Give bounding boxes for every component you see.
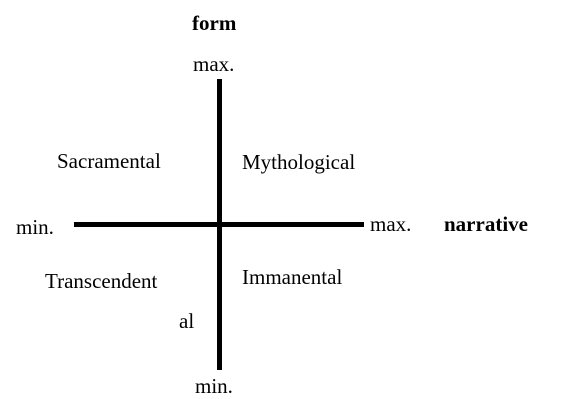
quadrant-bottom-right-label: Immanental xyxy=(242,265,343,289)
horizontal-axis-line xyxy=(74,222,364,227)
vertical-axis-min-label: min. xyxy=(195,374,233,398)
horizontal-axis-min-label: min. xyxy=(16,215,54,239)
quadrant-bottom-left-label-line2: al xyxy=(179,309,195,333)
horizontal-axis-title: narrative xyxy=(444,212,528,236)
vertical-axis-max-label: max. xyxy=(193,52,235,76)
vertical-axis-title: form xyxy=(192,11,237,35)
horizontal-axis-max-label: max. xyxy=(370,212,412,236)
quadrant-top-right-label: Mythological xyxy=(242,150,356,174)
quadrant-top-left-label: Sacramental xyxy=(57,149,161,173)
quadrant-bottom-left-label-line1: Transcendent xyxy=(45,269,158,293)
